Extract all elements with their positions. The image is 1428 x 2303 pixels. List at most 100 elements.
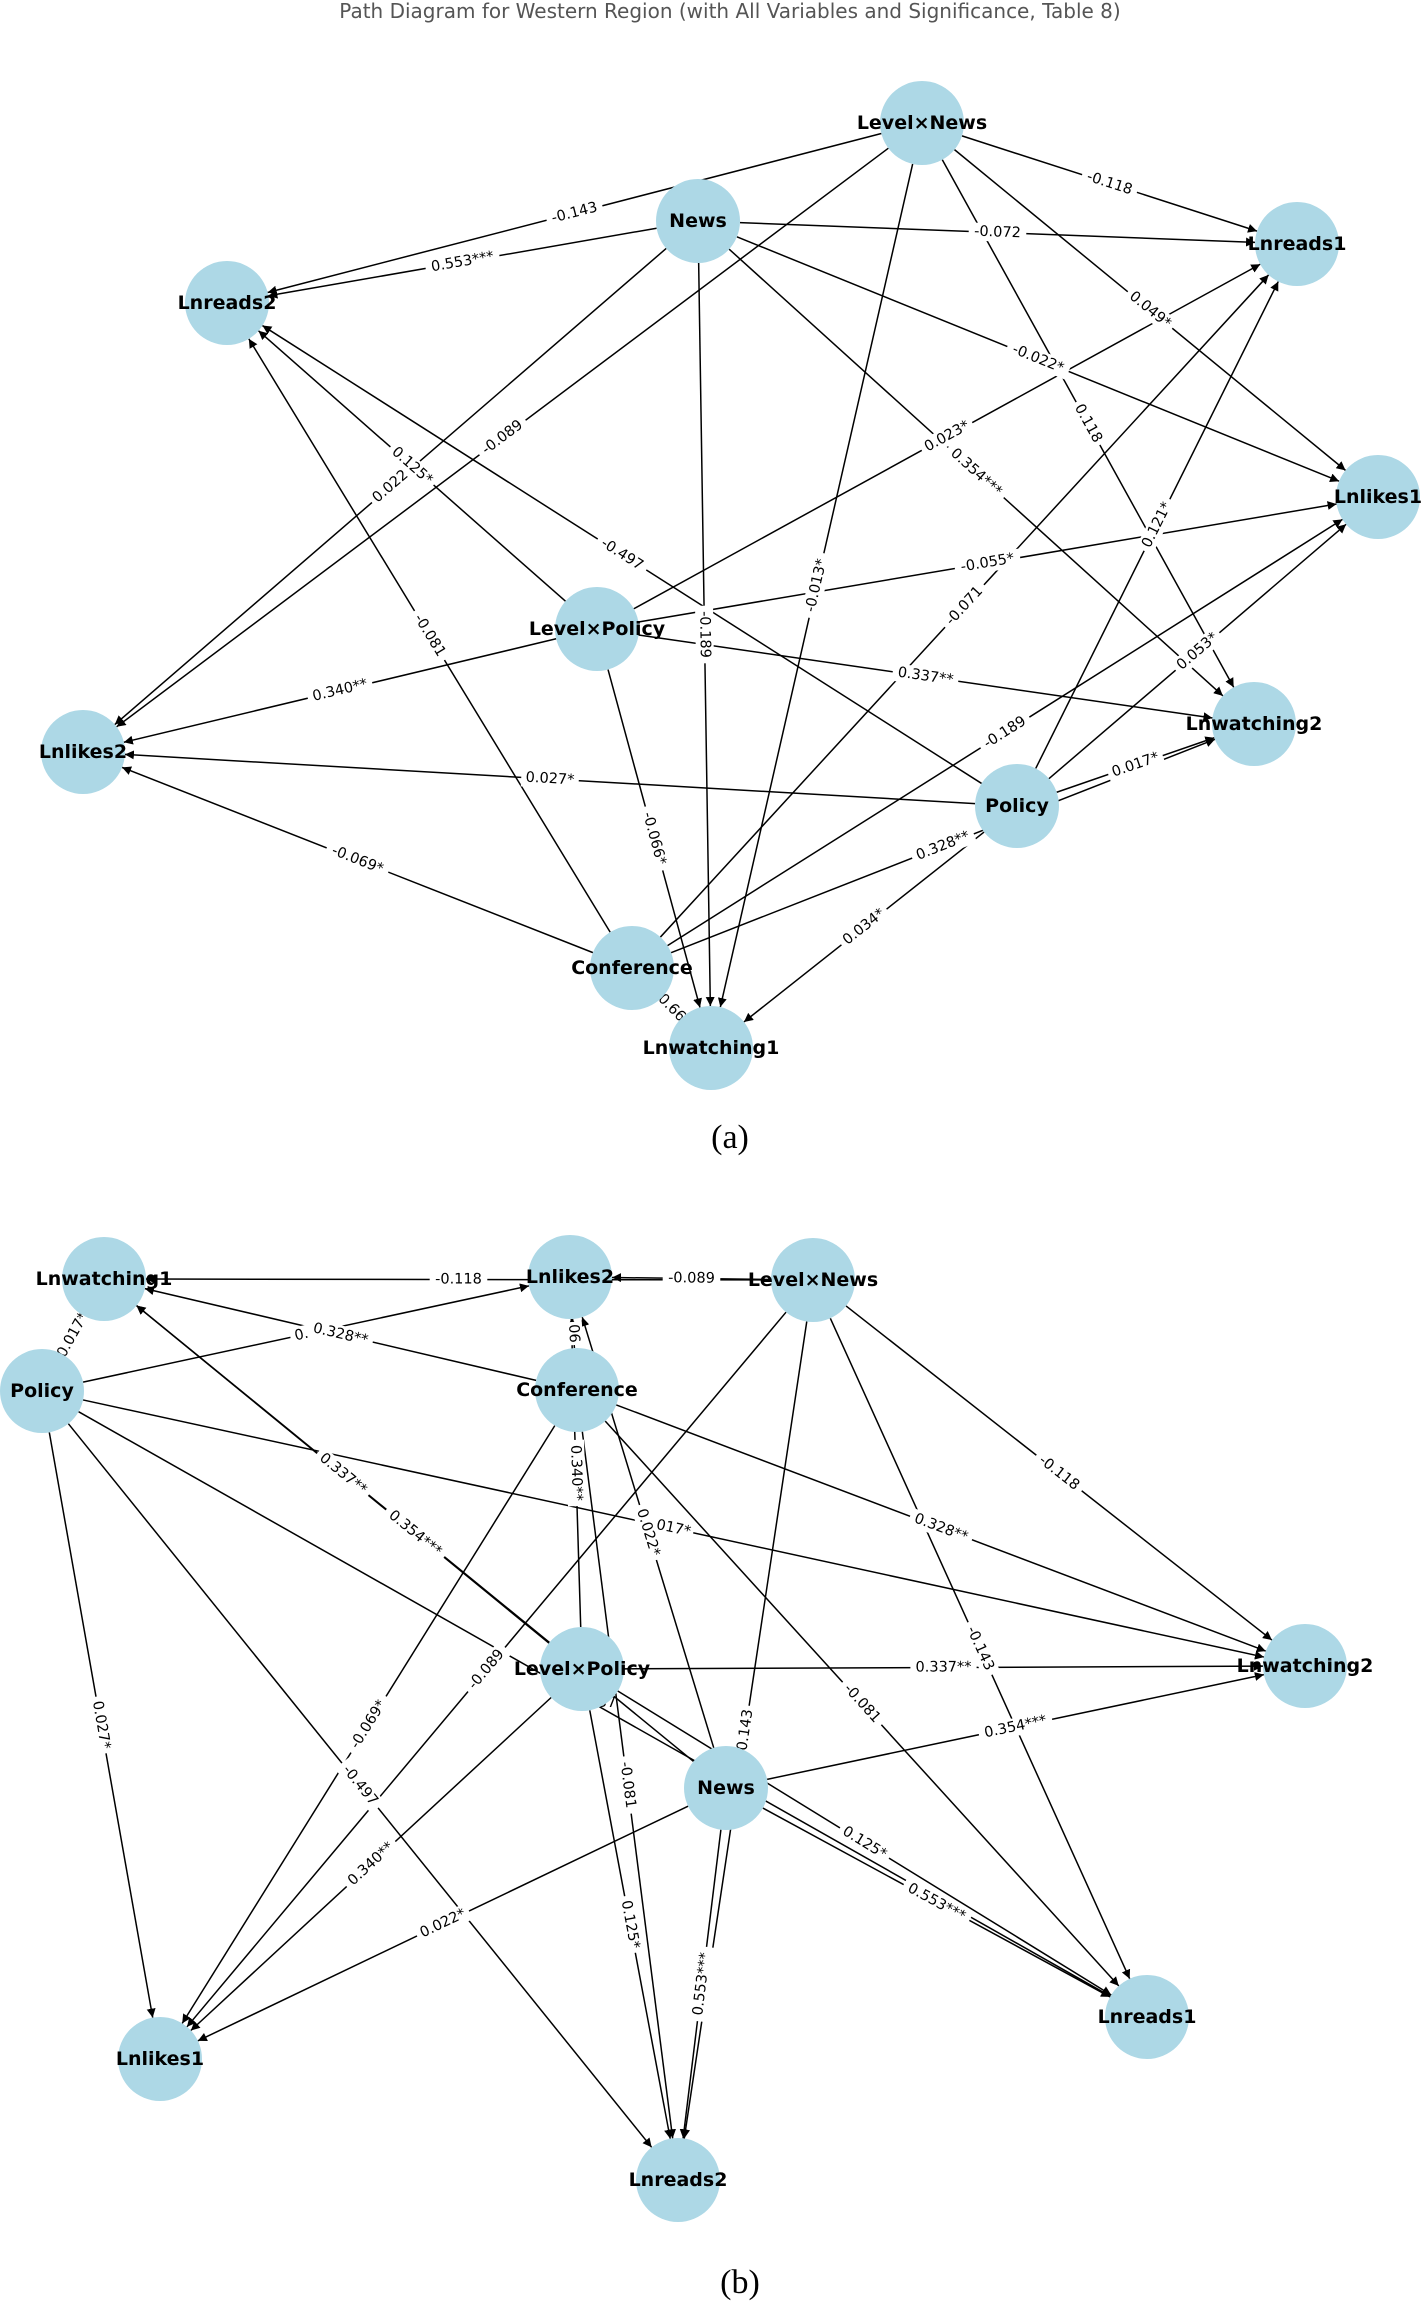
edge-label-LevelNews-to-Lnwatching2: -0.118 xyxy=(1030,1448,1088,1498)
node-LevelPolicy: Level×Policy xyxy=(514,1627,651,1711)
node-label: Conference xyxy=(516,1379,638,1401)
edge-label-background xyxy=(424,246,501,278)
edge-coefficient: -0.497 xyxy=(339,1762,381,1808)
edge-label-background xyxy=(975,709,1035,756)
edge-label-background xyxy=(1169,625,1226,678)
node-News: News xyxy=(656,179,740,263)
edge-coefficient: -0.069* xyxy=(329,843,385,878)
edge-label-background xyxy=(908,825,978,867)
edge-label-background xyxy=(614,1755,641,1815)
edge-label-Policy-to-Lnreads2: -0.497 xyxy=(592,531,652,578)
edge-label-Conference-to-Lnreads1: -0.081 xyxy=(835,1676,889,1731)
edge-coefficient: 0.022* xyxy=(418,1906,469,1941)
node-circle xyxy=(1263,1624,1347,1708)
edge-label-background xyxy=(615,1894,645,1955)
edge-label-LevelNews-to-Lnreads2: -0.143 xyxy=(544,197,605,229)
node-label: Lnlikes2 xyxy=(526,1266,614,1288)
edge-coefficient: 0.553*** xyxy=(430,249,495,276)
node-Lnreads2: Lnreads2 xyxy=(178,261,276,345)
node-circle xyxy=(1212,682,1296,766)
edge-label-background xyxy=(413,1902,473,1945)
node-circle xyxy=(1255,202,1339,286)
edge-label-News-to-Lnwatching2: 0.354*** xyxy=(942,440,1010,505)
edge-layer xyxy=(48,1273,1273,2148)
node-Lnreads1: Lnreads1 xyxy=(1098,1975,1197,2059)
edge-label-Policy-to-Lnlikes1: 0.027* xyxy=(87,1695,115,1755)
edge-label-LevelPolicy-to-Lnlikes1: -0.055* xyxy=(953,548,1022,578)
edge-label-News-to-Lnlikes1: -0.022* xyxy=(1003,338,1073,380)
node-label: Lnreads1 xyxy=(1248,233,1347,255)
node-label: News xyxy=(669,210,727,232)
edge-label-News-to-Lnwatching2: 0.354*** xyxy=(977,1710,1054,1744)
edge-label-background xyxy=(938,578,991,634)
edge-label-LevelPolicy-to-Lnwatching2: 0.337** xyxy=(910,1658,977,1677)
edge-coefficient: -0.013* xyxy=(803,557,831,613)
edge-label-Conference-to-Lnreads2: -0.081 xyxy=(614,1755,641,1815)
edge-coefficient: 0.337** xyxy=(915,1659,971,1675)
node-label: Lnwatching2 xyxy=(1186,713,1323,735)
panel-b: -0.118-0.089-0.118-0.143-0.0890.1430.017… xyxy=(0,1235,1373,2222)
node-circle xyxy=(975,764,1059,848)
edge-label-background xyxy=(384,440,440,492)
edge-label-background xyxy=(323,839,392,881)
edge-coefficient: -0.081 xyxy=(617,1761,639,1809)
edge-coefficient: 0.017* xyxy=(1110,749,1161,780)
node-Lnlikes2: Lnlikes2 xyxy=(526,1235,614,1319)
edge-label-background xyxy=(306,1318,375,1351)
edge-label-background xyxy=(899,1876,974,1929)
edge-label-background xyxy=(1105,747,1166,783)
edge-coefficient: -0.089 xyxy=(668,1270,715,1287)
node-Lnlikes2: Lnlikes2 xyxy=(39,710,127,794)
diagram-title: Path Diagram for Western Region (with Al… xyxy=(339,0,1120,23)
edge-label-Conference-to-Lnlikes2: -0.069* xyxy=(323,839,392,881)
edge-label-News-to-Lnwatching1: -0.189 xyxy=(695,605,714,664)
edge-label-LevelPolicy-to-Lnreads2: 0.125* xyxy=(615,1894,645,1955)
edge-coefficient: 0.118 xyxy=(1071,401,1105,445)
node-label: Lnreads1 xyxy=(1098,2006,1197,2028)
node-label: Lnlikes2 xyxy=(39,741,127,763)
edge-coefficient: -0.143 xyxy=(550,199,599,226)
edge-label-background xyxy=(835,1676,889,1731)
edge-label-Policy-to-Lnwatching1: 0.034* xyxy=(835,902,893,952)
node-label: Lnwatching1 xyxy=(643,1037,780,1059)
edge-label-background xyxy=(1122,284,1178,336)
edge-coefficient: -0.022* xyxy=(1010,341,1066,376)
node-circle xyxy=(684,1746,768,1830)
edge-coefficient: -0.081 xyxy=(840,1681,883,1726)
edge-label-Policy-to-Lnlikes1: 0.053* xyxy=(1169,625,1226,678)
node-Lnwatching2: Lnwatching2 xyxy=(1237,1624,1374,1708)
edge-label-LevelNews-to-Lnlikes2: -0.089 xyxy=(474,413,531,462)
node-label: Lnwatching2 xyxy=(1237,1655,1374,1677)
edge-label-background xyxy=(906,1507,976,1549)
node-Lnwatching2: Lnwatching2 xyxy=(1186,682,1323,766)
edge-label-background xyxy=(688,1945,716,2023)
edge-coefficient: 0.354*** xyxy=(385,1507,444,1559)
edge-label-background xyxy=(520,768,580,790)
edge-label-background xyxy=(917,414,977,459)
edge-coefficient: 0.340** xyxy=(567,1445,585,1501)
edge-label-background xyxy=(800,551,833,620)
node-News: News xyxy=(684,1746,768,1830)
edge-label-background xyxy=(592,531,652,578)
edge-coefficient: 0.340** xyxy=(345,1839,397,1889)
node-circle xyxy=(62,1237,146,1321)
node-circle xyxy=(528,1235,612,1319)
node-Policy: Policy xyxy=(975,764,1059,848)
node-label: Level×Policy xyxy=(514,1658,651,1680)
edge-label-News-to-Lnreads1: -0.072 xyxy=(968,222,1027,243)
edge-label-background xyxy=(343,1691,394,1758)
edge-label-Policy-to-Lnreads1: 0.121* xyxy=(1136,495,1178,555)
edge-coefficient: -0.072 xyxy=(974,224,1021,242)
edge-label-Conference-to-Lnlikes2: 06 xyxy=(563,1321,584,1346)
edge-coefficient: -0.118 xyxy=(1036,1452,1083,1493)
node-circle xyxy=(535,1348,619,1432)
node-Lnwatching1: Lnwatching1 xyxy=(643,1006,780,1090)
node-label: Lnlikes1 xyxy=(1334,486,1422,508)
edge-label-background xyxy=(942,440,1010,505)
edge-label-LevelPolicy-to-Lnwatching1: -0.066* xyxy=(636,804,672,873)
edge-label-background xyxy=(366,463,415,510)
node-circle xyxy=(118,2017,202,2101)
node-circle xyxy=(771,1238,855,1322)
